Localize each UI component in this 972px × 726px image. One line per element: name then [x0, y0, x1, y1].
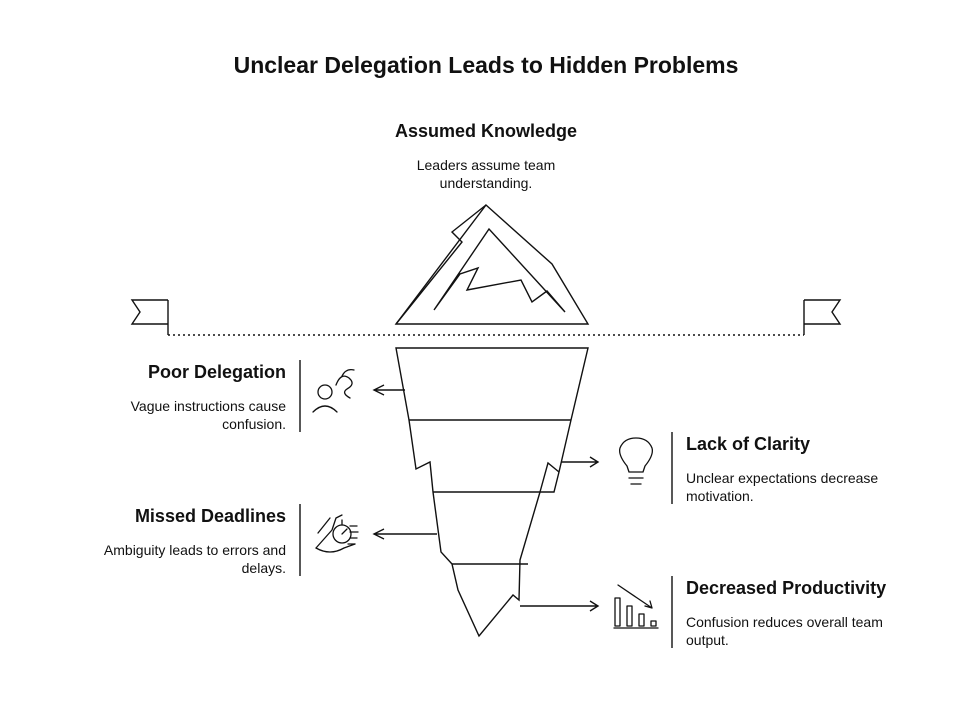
decreased-productivity-heading: Decreased Productivity [686, 578, 887, 598]
missed-deadlines-arrow [372, 528, 437, 540]
hand-stopwatch-icon [315, 514, 359, 553]
missed-deadlines-description: Ambiguity leads to errors and delays. [103, 542, 286, 576]
missed-deadlines-heading: Missed Deadlines [134, 506, 286, 526]
right-flag [803, 299, 842, 335]
left-flag [130, 299, 169, 335]
declining-bar-chart-icon [613, 584, 659, 629]
decreased-productivity-description: Confusion reduces overall team output. [686, 614, 883, 648]
iceberg-tip [394, 203, 590, 325]
iceberg-tip-inner [433, 227, 566, 313]
lack-of-clarity-arrow [561, 456, 600, 468]
lack-of-clarity-heading: Lack of Clarity [686, 434, 811, 454]
lack-of-clarity-description: Unclear expectations decrease motivation… [686, 470, 879, 504]
poor-delegation-arrow [372, 384, 405, 396]
poor-delegation-heading: Poor Delegation [147, 362, 286, 382]
iceberg-body [395, 347, 589, 638]
person-confused-icon [312, 368, 355, 413]
assumed-knowledge-description: Leaders assume team understanding. [416, 157, 556, 191]
assumed-knowledge-heading: Assumed Knowledge [394, 121, 578, 141]
diagram-title: Unclear Delegation Leads to Hidden Probl… [233, 52, 739, 78]
lightbulb-icon [619, 437, 653, 485]
decreased-productivity-arrow [520, 600, 600, 612]
poor-delegation-description: Vague instructions cause confusion. [130, 398, 286, 432]
